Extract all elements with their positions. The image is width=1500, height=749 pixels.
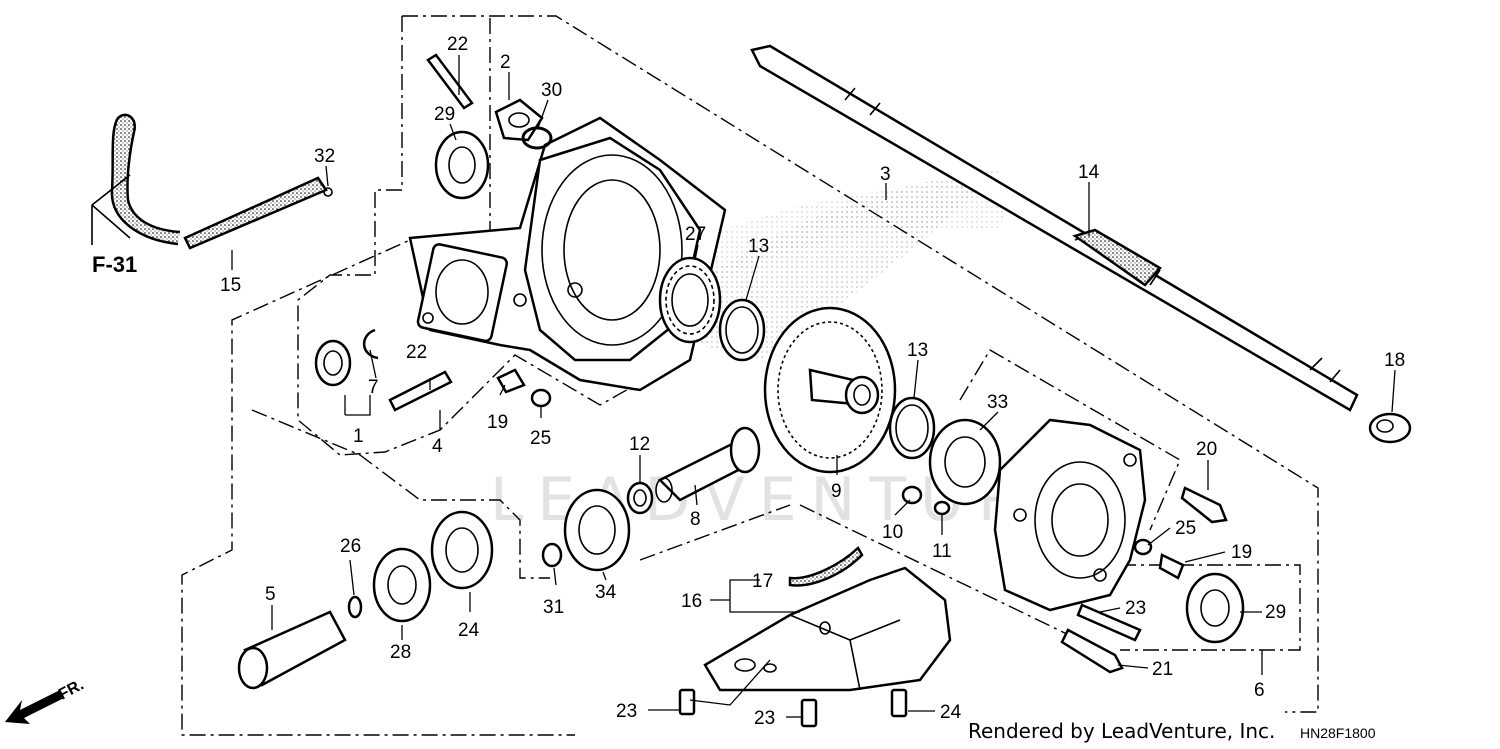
dowel-pin-10: [901, 485, 923, 505]
callout-9: 9: [831, 481, 842, 502]
callout-17: 17: [752, 571, 773, 592]
callout-29-top: 29: [434, 104, 455, 125]
callout-31: 31: [543, 597, 564, 618]
stud-bolt-22-right: [1076, 603, 1142, 642]
callout-7: 7: [368, 377, 379, 398]
callout-22-mid: 22: [406, 342, 427, 363]
washer-25-right: [1133, 538, 1153, 556]
bolt-19-left: [496, 368, 526, 394]
washer-25-left: [530, 388, 552, 408]
callout-16: 16: [681, 591, 702, 612]
circlip-31: [541, 542, 563, 568]
callout-25-right: 25: [1175, 518, 1196, 539]
callout-8: 8: [690, 509, 701, 530]
bearing-34: [563, 488, 631, 572]
callout-2: 2: [500, 52, 511, 73]
callout-5: 5: [265, 584, 276, 605]
callout-labels: 22 2 30 29 32 15 1 7 22 4 19 25 3 14 18 …: [220, 34, 1405, 729]
callout-19-left: 19: [487, 412, 508, 433]
bolt-23-b: [800, 698, 818, 728]
callout-15: 15: [220, 275, 241, 296]
bearing-27: [658, 256, 722, 344]
rear-axle: [750, 44, 1359, 412]
breather-hose: [91, 113, 333, 250]
bolt-19-right: [1158, 553, 1185, 580]
skid-plate-16: [703, 566, 952, 692]
needle-bearing-1: [314, 339, 352, 387]
leader-lines: [231, 55, 1396, 718]
callout-28: 28: [390, 642, 411, 663]
spacer-12: [626, 481, 654, 515]
bearing-33: [928, 418, 1002, 506]
diagram-code: HN28F1800: [1300, 725, 1376, 741]
callout-20: 20: [1196, 439, 1217, 460]
callout-26: 26: [340, 536, 361, 557]
callout-14: 14: [1078, 162, 1100, 183]
callout-27: 27: [685, 224, 706, 245]
oil-seal-28: [372, 547, 432, 623]
callout-1: 1: [353, 426, 364, 447]
hose-17: [788, 546, 864, 587]
callout-22-right: 23: [1125, 598, 1146, 619]
assembly-boundaries: [181, 15, 1319, 736]
circlip-7: [362, 328, 379, 360]
stud-bolt-4: [388, 370, 453, 412]
callout-18: 18: [1384, 350, 1405, 371]
reference-label: F-31: [92, 252, 137, 277]
callout-13-left: 13: [748, 236, 769, 257]
front-arrow-icon: [5, 690, 64, 724]
o-ring-30: [521, 126, 553, 150]
washer-11: [933, 500, 951, 516]
washer-18: [1368, 412, 1412, 444]
callout-23-c: 24: [940, 702, 962, 723]
callout-30: 30: [541, 80, 562, 101]
callout-23-a: 23: [616, 701, 637, 722]
callout-10: 10: [882, 522, 903, 543]
callout-6: 6: [1254, 680, 1265, 701]
joint-5: [237, 610, 347, 690]
callout-21: 21: [1152, 659, 1173, 680]
shim-13-left: [718, 298, 766, 362]
shim-13-right: [888, 396, 936, 460]
circlip-26: [347, 595, 363, 619]
callout-25-left: 25: [530, 428, 551, 449]
callout-33: 33: [987, 392, 1008, 413]
callout-23-b: 23: [754, 708, 775, 729]
reference-f31: F-31: [92, 252, 137, 277]
callout-12: 12: [629, 434, 650, 455]
callout-32: 32: [314, 146, 335, 167]
callout-19-right: 19: [1231, 542, 1252, 563]
bolt-21: [1060, 628, 1124, 674]
front-direction-indicator: FR.: [5, 676, 87, 724]
oil-seal-29-top: [434, 130, 490, 200]
oil-filler-bolt: [494, 98, 544, 142]
callout-11: 11: [932, 541, 952, 562]
gear-case-cover: [993, 418, 1147, 612]
callout-4: 4: [432, 436, 443, 457]
callout-29-right: 29: [1265, 602, 1286, 623]
callout-24: 24: [458, 620, 480, 641]
bolt-20: [1180, 486, 1228, 524]
lock-nut-24: [430, 510, 494, 590]
bolt-23-c: [890, 688, 908, 718]
stud-bolt-22-top: [426, 53, 474, 110]
oil-seal-29-right: [1185, 572, 1245, 644]
callout-13-right: 13: [907, 340, 928, 361]
callout-22-top: 22: [447, 34, 468, 55]
drive-pinion: [655, 426, 761, 503]
callout-3: 3: [880, 164, 891, 185]
footer-credit: Rendered by LeadVenture, Inc.: [968, 719, 1275, 743]
ring-gear: [763, 306, 897, 474]
bolt-23-a: [678, 688, 696, 716]
callout-34: 34: [595, 582, 617, 603]
